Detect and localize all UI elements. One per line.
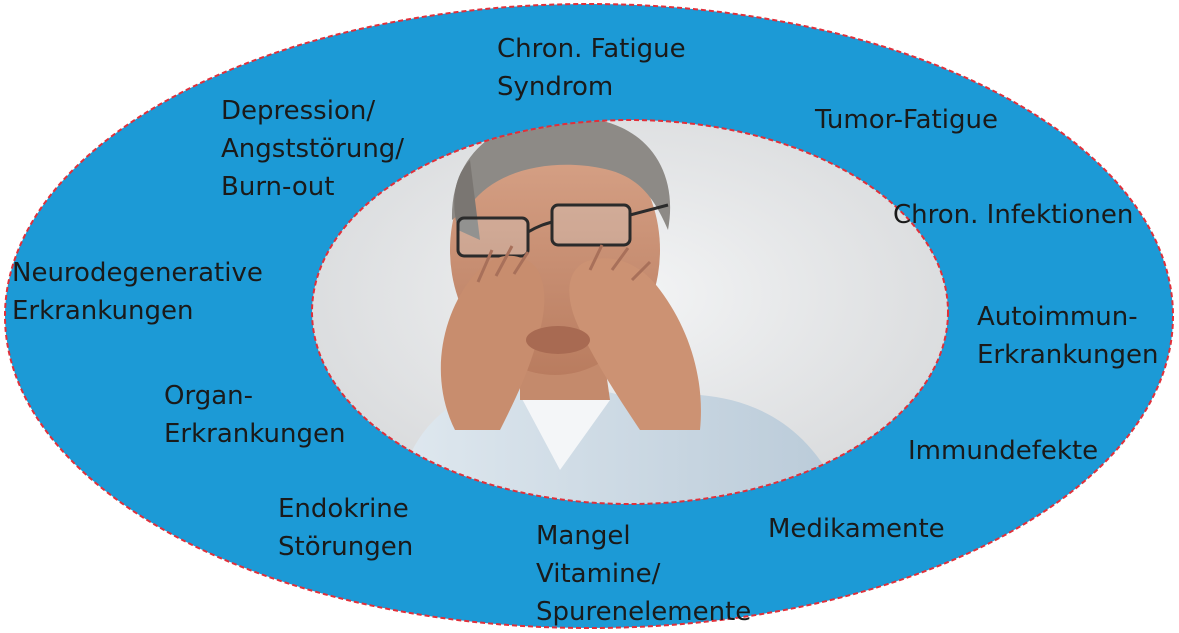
label-chronic-fatigue-syndrome: Chron. Fatigue Syndrom (497, 30, 686, 106)
label-immune-defects: Immundefekte (908, 432, 1098, 470)
label-chronic-infections: Chron. Infektionen (893, 196, 1133, 234)
label-autoimmune-diseases: Autoimmun- Erkrankungen (977, 298, 1158, 374)
label-neurodegenerative-diseases: Neurodegenerative Erkrankungen (12, 254, 263, 330)
label-organ-diseases: Organ- Erkrankungen (164, 377, 345, 453)
label-depression-anxiety-burnout: Depression/ Angststörung/ Burn-out (221, 92, 404, 206)
label-tumor-fatigue: Tumor-Fatigue (815, 101, 998, 139)
label-endocrine-disorders: Endokrine Störungen (278, 490, 413, 566)
label-medications: Medikamente (768, 510, 945, 548)
label-deficiency: Mangel Vitamine/ Spurenelemente (536, 517, 751, 631)
